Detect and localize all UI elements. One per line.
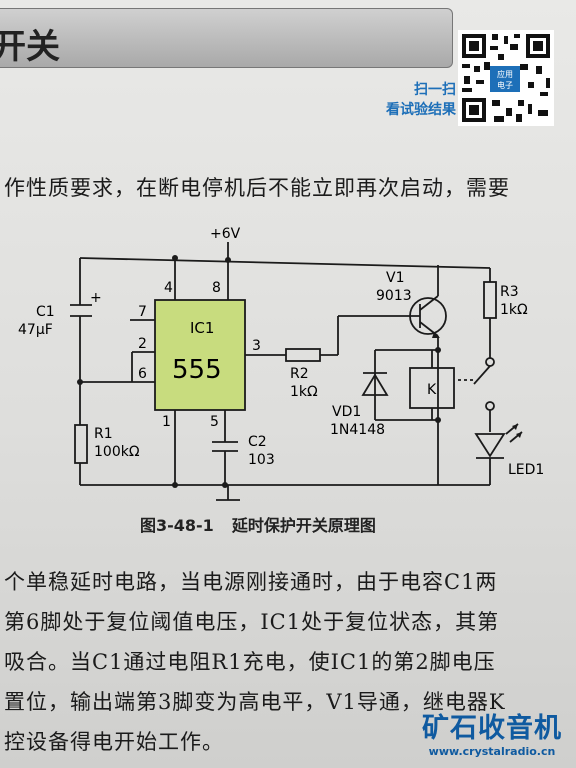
pin-2-label: 2 [138, 336, 147, 352]
pin-3-label: 3 [252, 338, 261, 354]
pin-7-label: 7 [138, 304, 147, 320]
figure-title: 延时保护开关原理图 [231, 516, 376, 535]
watermark-url: www.crystalradio.cn [428, 745, 556, 758]
r3-value-label: 1kΩ [500, 302, 528, 318]
pin-6-label: 6 [138, 366, 147, 382]
section-title: 开关 [0, 27, 60, 67]
paragraph-line-1: 个单稳延时电路，当电源刚接通时，由于电容C1两 [4, 570, 498, 594]
qr-code-icon[interactable]: 应用 电子 [458, 30, 554, 126]
paragraph-top: 作性质要求，在断电停机后不能立即再次启动，需要 [4, 176, 510, 200]
relay-k-label: K [427, 382, 437, 398]
v1-value-label: 9013 [376, 288, 412, 304]
paragraph-line-5: 控设备得电开始工作。 [4, 730, 224, 754]
pin-4-label: 4 [164, 280, 173, 296]
scan-line-1: 扫一扫 [414, 82, 456, 98]
c1-polarity-label: + [90, 290, 102, 306]
c2-name-label: C2 [248, 434, 267, 450]
vd1-name-label: VD1 [332, 404, 361, 420]
scan-hint: 扫一扫 看试验结果 [366, 80, 456, 120]
qr-badge-line-2: 电子 [497, 80, 513, 90]
pin-8-label: 8 [212, 280, 221, 296]
vd1-value-label: 1N4148 [330, 422, 385, 438]
r1-name-label: R1 [94, 426, 113, 442]
r3-name-label: R3 [500, 284, 519, 300]
c1-name-label: C1 [36, 304, 55, 320]
v1-name-label: V1 [386, 270, 404, 286]
circuit-diagram: +6V IC1 555 4 8 7 2 6 3 1 5 + C1 47μF R1… [18, 226, 544, 501]
paragraph-line-4: 置位，输出端第3脚变为高电平，V1导通，继电器K [4, 690, 506, 714]
paragraph-line-2: 第6脚处于复位阈值电压，IC1处于复位状态，其第 [4, 610, 500, 634]
figure-number: 图3-48-1 [140, 516, 214, 535]
ic-type-label: 555 [172, 355, 222, 385]
qr-badge-line-1: 应用 [497, 69, 513, 79]
ic-name-label: IC1 [190, 319, 214, 337]
watermark-name: 矿石收音机 [422, 713, 562, 744]
watermark: 矿石收音机 www.crystalradio.cn [408, 706, 576, 758]
paragraph-line-3: 吸合。当C1通过电阻R1充电，使IC1的第2脚电压 [4, 650, 496, 674]
supply-label: +6V [210, 226, 241, 242]
led1-label: LED1 [508, 462, 544, 478]
r1-value-label: 100kΩ [94, 444, 140, 460]
c1-value-label: 47μF [18, 322, 53, 338]
r2-name-label: R2 [290, 366, 309, 382]
pin-5-label: 5 [210, 414, 219, 430]
scan-line-2: 看试验结果 [386, 102, 456, 118]
pin-1-label: 1 [162, 414, 171, 430]
figure-caption: 图3-48-1 延时保护开关原理图 [140, 512, 460, 536]
c2-value-label: 103 [248, 452, 275, 468]
r2-value-label: 1kΩ [290, 384, 318, 400]
ic-555-body [154, 299, 246, 411]
section-header-bar: 开关 [0, 8, 453, 68]
